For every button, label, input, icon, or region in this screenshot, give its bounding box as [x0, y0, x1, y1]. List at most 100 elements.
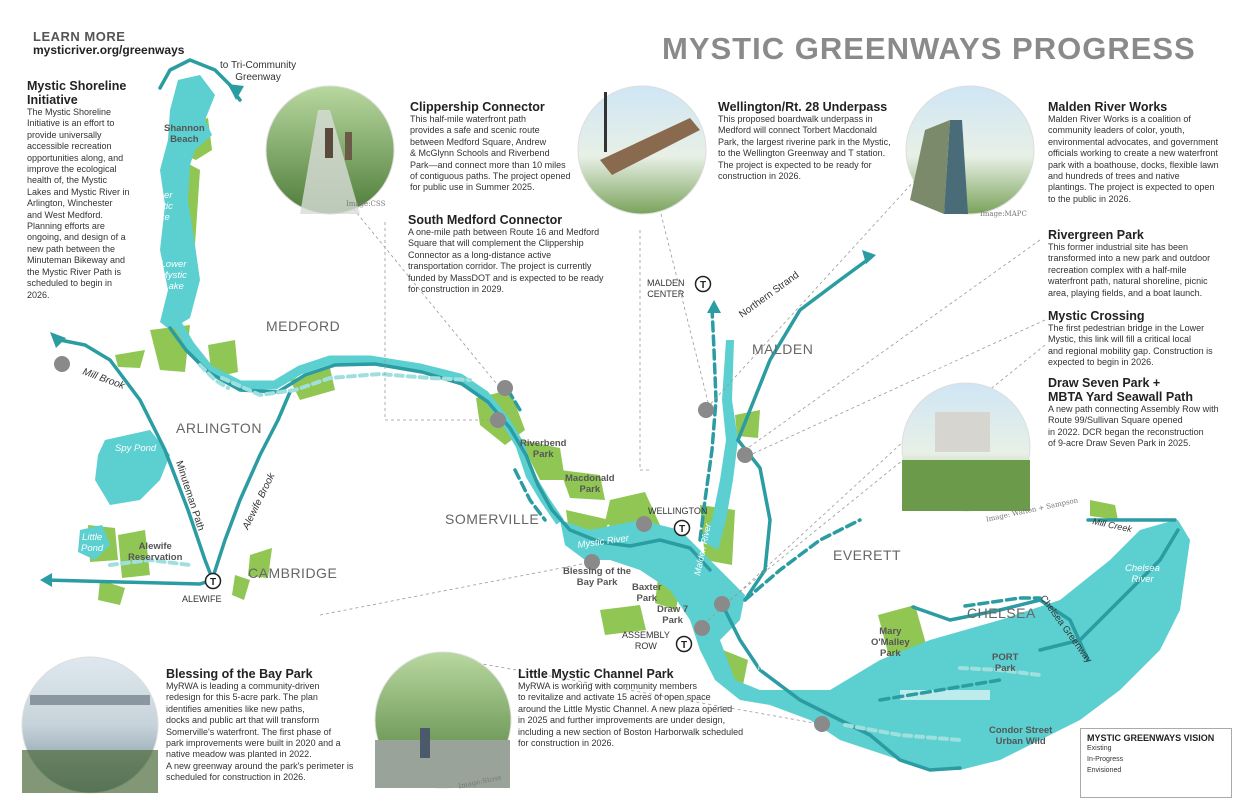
project-little-mystic: Little Mystic Channel Park MyRWA is work…: [518, 667, 768, 749]
page-title: MYSTIC GREENWAYS PROGRESS: [662, 31, 1196, 66]
body-line: in 2022. DCR began the reconstruction: [1048, 426, 1204, 437]
label-mill-brook: Mill Brook: [81, 366, 127, 392]
body-line: Minuteman Bikeway and: [27, 255, 126, 266]
body-line: MyRWA is leading a community-driven: [166, 681, 320, 691]
envisioned-paths: [108, 363, 1042, 742]
body-line: This proposed boardwalk underpass in: [718, 114, 873, 124]
project-title: Malden River Works: [1048, 100, 1168, 114]
project-title: South Medford Connector: [408, 213, 563, 227]
t-assembly: T: [675, 635, 693, 653]
body-line: The project is expected to be ready for: [718, 159, 872, 170]
label-line: PORT: [992, 652, 1019, 663]
label-line: Lower: [160, 259, 187, 270]
body-line: the Mystic River Path is: [27, 266, 122, 277]
town-medford: MEDFORD: [266, 318, 341, 334]
label-line: Draw 7: [657, 604, 689, 615]
label-line: Little: [82, 532, 103, 543]
body-line: to revitalize and activate 15 acres of o…: [518, 692, 711, 703]
label-line: Park: [579, 484, 601, 495]
label-line: ROW: [634, 641, 657, 651]
label-line: Park: [662, 615, 683, 626]
photo-clippership: [265, 85, 395, 215]
body-line: scheduled for construction in 2026.: [166, 772, 306, 783]
body-line: waterfront path, natural shoreline, picn…: [1048, 276, 1208, 287]
body-line: opportunities along, and: [27, 152, 124, 163]
body-line: scheduled to begin in: [27, 278, 113, 289]
photo-little-mystic: [374, 651, 512, 789]
body-line: and regional mobility gap. Construction …: [1048, 345, 1213, 356]
label-line: Baxter: [632, 582, 662, 593]
svg-text:T: T: [210, 577, 216, 588]
svg-text:T: T: [679, 524, 685, 535]
label-line: ASSEMBLY: [622, 630, 670, 640]
label-line: CENTER: [647, 289, 685, 299]
body-line: Mystic, this link will fill a critical l…: [1048, 334, 1192, 345]
label-line: Lake: [149, 212, 170, 223]
project-title: Rivergreen Park: [1048, 228, 1144, 242]
label-line: Mystic: [146, 201, 173, 212]
body-line: transportation corridor. The project is …: [408, 261, 592, 272]
station-wellington: WELLINGTON: [648, 506, 707, 517]
body-line: accessible recreation: [27, 141, 112, 152]
label-line: WELLINGTON: [648, 506, 708, 516]
body-line: Park, the largest riverine park in the M…: [718, 136, 891, 147]
label-line: Park: [994, 663, 1016, 674]
project-clippership: Clippership Connector This half-mile wat…: [410, 100, 600, 194]
town-chelsea: CHELSEA: [967, 605, 1036, 621]
project-mystic-crossing: Mystic Crossing The first pedestrian bri…: [1048, 309, 1240, 369]
body-line: A new path connecting Assembly Row with: [1048, 404, 1219, 414]
town-arlington: ARLINGTON: [176, 420, 262, 436]
body-line: improve the ecological: [27, 164, 117, 175]
svg-text:T: T: [681, 640, 687, 651]
label-line: River: [1131, 574, 1154, 585]
body-line: to the Wellington Greenway and T station…: [718, 148, 886, 159]
project-title: Draw Seven Park +: [1048, 376, 1161, 390]
town-cambridge: CAMBRIDGE: [248, 565, 338, 581]
photo-blessing: [21, 656, 159, 794]
body-line: This half-mile waterfront path: [410, 114, 527, 124]
body-line: plantings. The project is expected to op…: [1048, 182, 1215, 193]
label-line: Alewife: [138, 541, 172, 552]
body-line: Medford will connect Torbert Macdonald: [718, 125, 877, 136]
body-line: Route 99/Sullivan Square opened: [1048, 415, 1183, 426]
label-line: Macdonald: [565, 473, 615, 484]
town-malden: MALDEN: [752, 341, 814, 357]
body-line: for public use in Summer 2025.: [410, 182, 535, 193]
label-line: ALEWIFE: [182, 594, 222, 604]
label-line: Mary: [879, 626, 902, 637]
body-line: and hundreds of trees and native: [1048, 171, 1180, 182]
body-line: new path between the: [27, 243, 116, 254]
body-line: recreation complex with a half-mile: [1048, 264, 1187, 275]
body-line: around the Little Mystic Channel. A new …: [518, 703, 733, 714]
body-line: Planning efforts are: [27, 221, 105, 232]
body-line: Malden River Works is a coalition of: [1048, 114, 1191, 124]
label-line: Condor Street: [989, 725, 1053, 736]
marker-little-mystic: [814, 716, 830, 732]
marker-wellington-underpass: [636, 516, 652, 532]
label-line: Mystic: [160, 270, 187, 281]
project-blessing: Blessing of the Bay Park MyRWA is leadin…: [166, 667, 381, 784]
label-line: to Tri-Community: [220, 60, 297, 71]
body-line: identifies amenities like new paths,: [166, 703, 305, 714]
body-line: This former industrial site has been: [1048, 242, 1189, 252]
marker-draw-seven: [714, 596, 730, 612]
body-line: Lakes and Mystic River in: [27, 186, 130, 197]
marker-rivergreen: [737, 447, 753, 463]
body-line: for construction in 2026.: [518, 738, 615, 749]
learn-more-url[interactable]: mysticriver.org/greenways: [33, 43, 185, 57]
body-line: redesign for this 5-acre park. The plan: [166, 692, 318, 703]
body-line: including a new section of Boston Harbor…: [518, 726, 744, 737]
legend-title: MYSTIC GREENWAYS VISION: [1087, 733, 1215, 743]
